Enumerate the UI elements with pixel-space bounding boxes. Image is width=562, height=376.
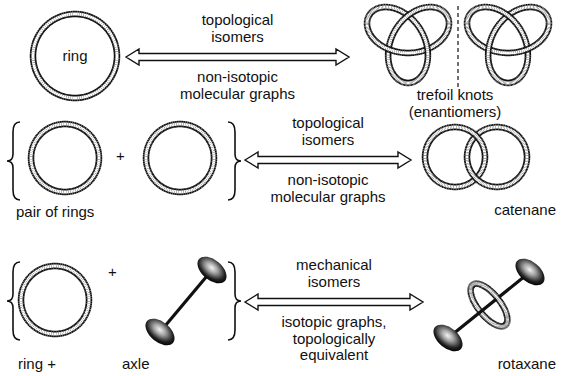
ring-figure [31,124,99,192]
arrow-label: topological isomers [183,12,293,45]
catenane-figure [425,127,527,187]
node-label: catenane [494,202,556,219]
node-label: axle [122,356,150,373]
stopper [193,251,232,288]
mirror-line [457,6,458,88]
stopper [141,313,180,350]
stopper [429,319,468,356]
arrow-label: mechanical isomers [279,257,389,290]
brace [228,262,241,340]
note-label: isotopic graphs, topologically equivalen… [269,314,399,364]
ring-figure [33,14,117,98]
node-label: ring [62,48,87,65]
node-label: trefoil knots (enantiomers) [395,87,515,120]
note-label: non-isotopic molecular graphs [173,69,303,102]
double-arrow [245,152,411,168]
arrow-label: topological isomers [273,115,383,148]
note-label: + [108,264,117,281]
rotaxane-figure [448,272,530,338]
axle-figure [160,270,212,332]
node-label: rotaxane [498,356,556,373]
node-label: pair of rings [16,204,94,221]
ring-pair-group: pair of rings [4,116,242,220]
brace [7,122,20,200]
knot-group: trefoil knots (enantiomers) [352,2,558,120]
double-arrow [245,294,423,310]
node-label: ring + [18,356,56,373]
double-arrow [126,49,349,65]
rotaxane-group: rotaxane [426,252,558,372]
ring-figure [146,124,214,192]
ring-figure [21,266,89,334]
catenane-group: catenane [414,116,558,218]
note-label: non-isotopic molecular graphs [263,172,393,205]
note-label: + [116,148,125,165]
trefoil-knot [467,7,549,83]
trefoil-knot [367,7,449,83]
ring-node: ring [27,8,123,104]
ring-axle-group: ring + axle [4,252,242,372]
brace [228,122,241,200]
stopper [511,253,550,290]
